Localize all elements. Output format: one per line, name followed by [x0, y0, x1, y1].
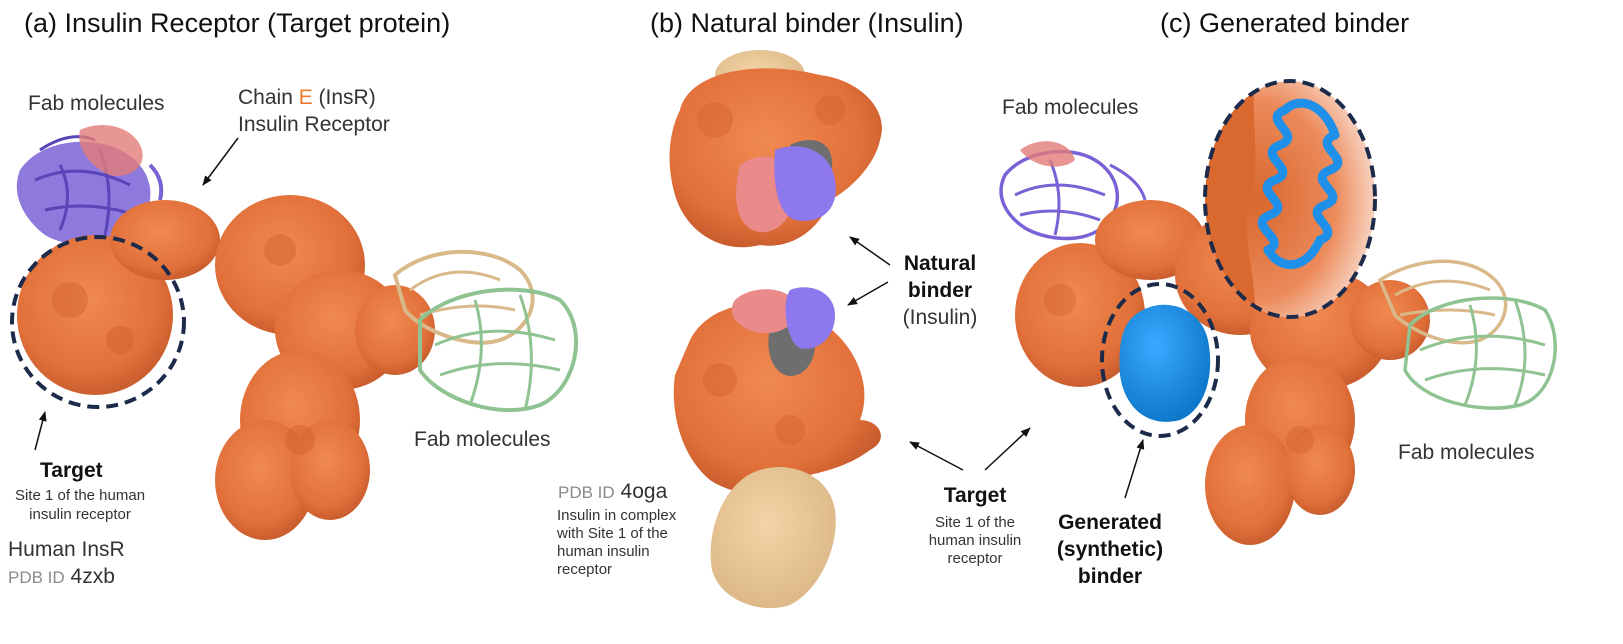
- natural-binder-line3: (Insulin): [902, 306, 978, 329]
- insulin-receptor-label: Insulin Receptor: [238, 113, 390, 136]
- fab-molecule-right-c: [1377, 259, 1557, 410]
- pdb-value-a: 4zxb: [70, 565, 115, 588]
- panel-b-structure: [669, 50, 882, 609]
- insulin-receptor-surface: [17, 195, 435, 540]
- natural-binder-line2: binder: [907, 279, 973, 302]
- target-desc-c-line3: receptor: [947, 550, 1003, 567]
- target-title-c: Target: [943, 484, 1007, 507]
- target-dashed-circle-a: [10, 235, 186, 409]
- target-desc-a-line1: Site 1 of the human: [14, 487, 146, 504]
- panel-a-title: (a) Insulin Receptor (Target protein): [24, 8, 451, 38]
- binder-dashed-circle: [1100, 282, 1220, 438]
- fab-label-a-top: Fab molecules: [28, 92, 165, 115]
- fab-molecule-right: [392, 249, 578, 413]
- human-insr-label: Human InsR: [8, 538, 125, 561]
- generated-binder-surface: [1119, 304, 1211, 422]
- insulin-complex-top: [669, 50, 882, 248]
- fab-label-c-top: Fab molecules: [1002, 96, 1139, 119]
- binder-helix-ribbon: [1257, 98, 1343, 269]
- arrow-chain-e: [202, 137, 239, 186]
- arrow-natural-bottom: [847, 281, 889, 306]
- insulin-complex-bottom: [673, 287, 881, 609]
- target-desc-c-line1: Site 1 of the: [934, 514, 1016, 531]
- fab-label-c-right: Fab molecules: [1398, 441, 1535, 464]
- target-desc-c-line2: human insulin: [928, 532, 1022, 549]
- pdb-desc-b-line4: receptor: [557, 561, 613, 578]
- pdb-id-a: PDB ID 4zxb: [8, 565, 115, 589]
- panel-c-title: (c) Generated binder: [1160, 8, 1410, 38]
- target-desc-a-line2: insulin receptor: [29, 506, 131, 523]
- pdb-prefix-a: PDB ID: [8, 568, 65, 587]
- arrow-generated-binder: [1124, 439, 1145, 499]
- pdb-value-b: 4oga: [620, 480, 668, 503]
- arrow-target-b-right: [984, 427, 1031, 471]
- arrow-target-b-left: [909, 441, 964, 471]
- zoom-inset: [1203, 79, 1377, 319]
- natural-binder-line1: Natural: [903, 252, 977, 275]
- generated-binder-line1: Generated: [1058, 511, 1162, 534]
- arrow-natural-top: [849, 236, 891, 266]
- panel-b-title: (b) Natural binder (Insulin): [650, 8, 964, 38]
- pdb-desc-b-line1: Insulin in complex: [557, 507, 677, 524]
- panel-a-structure: [10, 125, 578, 540]
- panel-c-structure: [999, 79, 1557, 545]
- pdb-prefix-b: PDB ID: [558, 483, 615, 502]
- fab-label-a-right: Fab molecules: [414, 428, 551, 451]
- chain-e-label: Chain E (InsR): [238, 86, 376, 110]
- chain-e-prefix: Chain: [238, 86, 299, 109]
- chain-e-suffix: (InsR): [312, 86, 376, 109]
- target-title-a: Target: [40, 459, 103, 482]
- fab-molecule-top-left: [16, 125, 164, 246]
- pdb-id-b: PDB ID 4oga: [558, 480, 667, 504]
- generated-binder-line2: (synthetic): [1056, 538, 1164, 561]
- fab-molecule-top-c: [999, 141, 1147, 241]
- arrow-target-a: [34, 411, 47, 451]
- pdb-desc-b-line2: with Site 1 of the: [557, 525, 668, 542]
- chain-e-letter: E: [298, 86, 313, 109]
- generated-binder-line3: binder: [1077, 565, 1143, 588]
- pdb-desc-b-line3: human insulin: [557, 543, 650, 560]
